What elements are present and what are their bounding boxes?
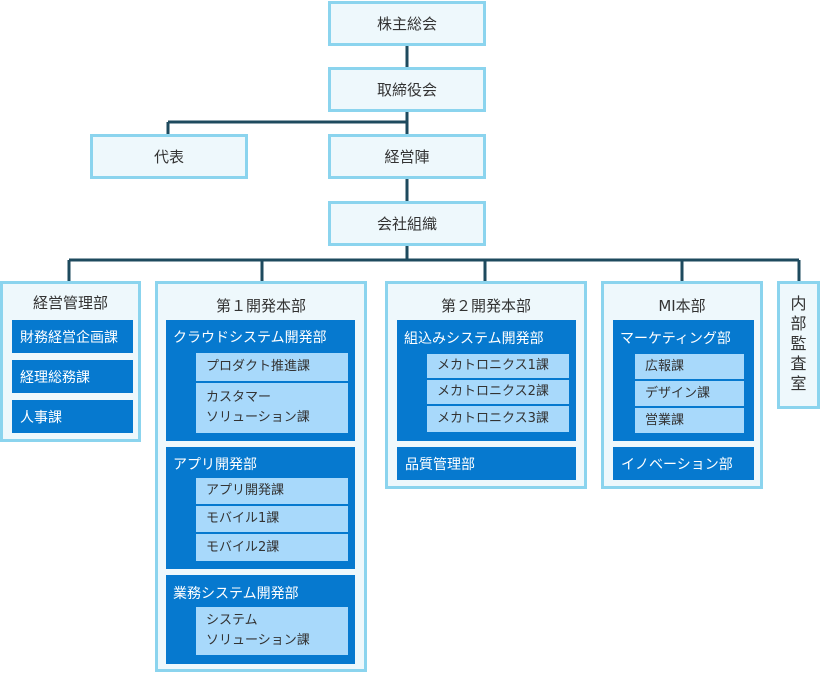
section-label: 経理総務課 (20, 369, 90, 386)
section-box: モバイル1課 (196, 506, 348, 532)
board-of-directors-box: 取締役会 (328, 67, 486, 112)
shareholders-meeting-box: 株主総会 (328, 1, 486, 46)
dept-title: マーケティング部 (620, 331, 731, 347)
section-box: メカトロニクス2課 (427, 380, 569, 404)
innovation-dept: イノベーション部 (613, 447, 754, 480)
quality-control-dept: 品質管理部 (397, 447, 576, 480)
admin-division-panel: 経営管理部 財務経営企画課 経理総務課 人事課 (0, 281, 141, 442)
mi-division-panel: MI本部 マーケティング部 広報課 デザイン課 営業課 イノベーション部 (601, 281, 763, 489)
mi-division-title: MI本部 (658, 297, 706, 315)
section-box: プロダクト推進課 (196, 353, 348, 381)
internal-audit-char: 監 (790, 334, 807, 353)
section-label: 財務経営企画課 (20, 329, 118, 346)
section-box: モバイル2課 (196, 534, 348, 561)
dev2-division-title: 第２開発本部 (440, 297, 531, 315)
dept-title: 品質管理部 (405, 456, 475, 473)
section-box: メカトロニクス3課 (427, 406, 569, 432)
section-box: メカトロニクス1課 (427, 354, 569, 378)
app-dev-dept: アプリ開発部 アプリ開発課 モバイル1課 モバイル2課 (166, 447, 355, 569)
hr-section: 人事課 (12, 400, 133, 433)
admin-division-title: 経営管理部 (32, 294, 108, 312)
dev2-division-panel: 第２開発本部 組込みシステム開発部 メカトロニクス1課 メカトロニクス2課 メカ… (385, 281, 587, 489)
section-box: デザイン課 (635, 381, 744, 406)
internal-audit-char: 部 (790, 314, 807, 333)
marketing-dept: マーケティング部 広報課 デザイン課 営業課 (613, 320, 754, 441)
section-box: アプリ開発課 (196, 478, 348, 504)
section-label: 人事課 (20, 409, 62, 426)
section-box: 広報課 (635, 354, 744, 379)
embedded-system-dept: 組込みシステム開発部 メカトロニクス1課 メカトロニクス2課 メカトロニクス3課 (397, 320, 576, 441)
management-box: 経営陣 (328, 134, 486, 179)
finance-planning-section: 財務経営企画課 (12, 320, 133, 353)
internal-audit-char: 内 (790, 294, 807, 313)
section-box: カスタマー ソリューション課 (196, 383, 348, 433)
dept-title: アプリ開発部 (173, 457, 257, 473)
section-box: 営業課 (635, 408, 744, 433)
dept-title: クラウドシステム開発部 (173, 330, 327, 346)
internal-audit-char: 査 (790, 354, 807, 373)
business-system-dept: 業務システム開発部 システム ソリューション課 (166, 575, 355, 664)
internal-audit-panel: 内 部 監 査 室 (777, 281, 820, 409)
section-box: システム ソリューション課 (196, 607, 348, 655)
internal-audit-char: 室 (790, 374, 807, 393)
dev1-division-panel: 第１開発本部 クラウドシステム開発部 プロダクト推進課 カスタマー ソリューショ… (155, 281, 367, 672)
cloud-system-dept: クラウドシステム開発部 プロダクト推進課 カスタマー ソリューション課 (166, 320, 355, 441)
dept-title: 組込みシステム開発部 (404, 331, 544, 347)
accounting-general-section: 経理総務課 (12, 360, 133, 393)
dept-title: 業務システム開発部 (173, 586, 299, 602)
internal-audit-title: 内 部 監 査 室 (780, 294, 817, 394)
representative-box: 代表 (90, 134, 248, 179)
organization-box: 会社組織 (328, 201, 486, 246)
dept-title: イノベーション部 (621, 456, 733, 473)
dev1-division-title: 第１開発本部 (215, 297, 306, 315)
